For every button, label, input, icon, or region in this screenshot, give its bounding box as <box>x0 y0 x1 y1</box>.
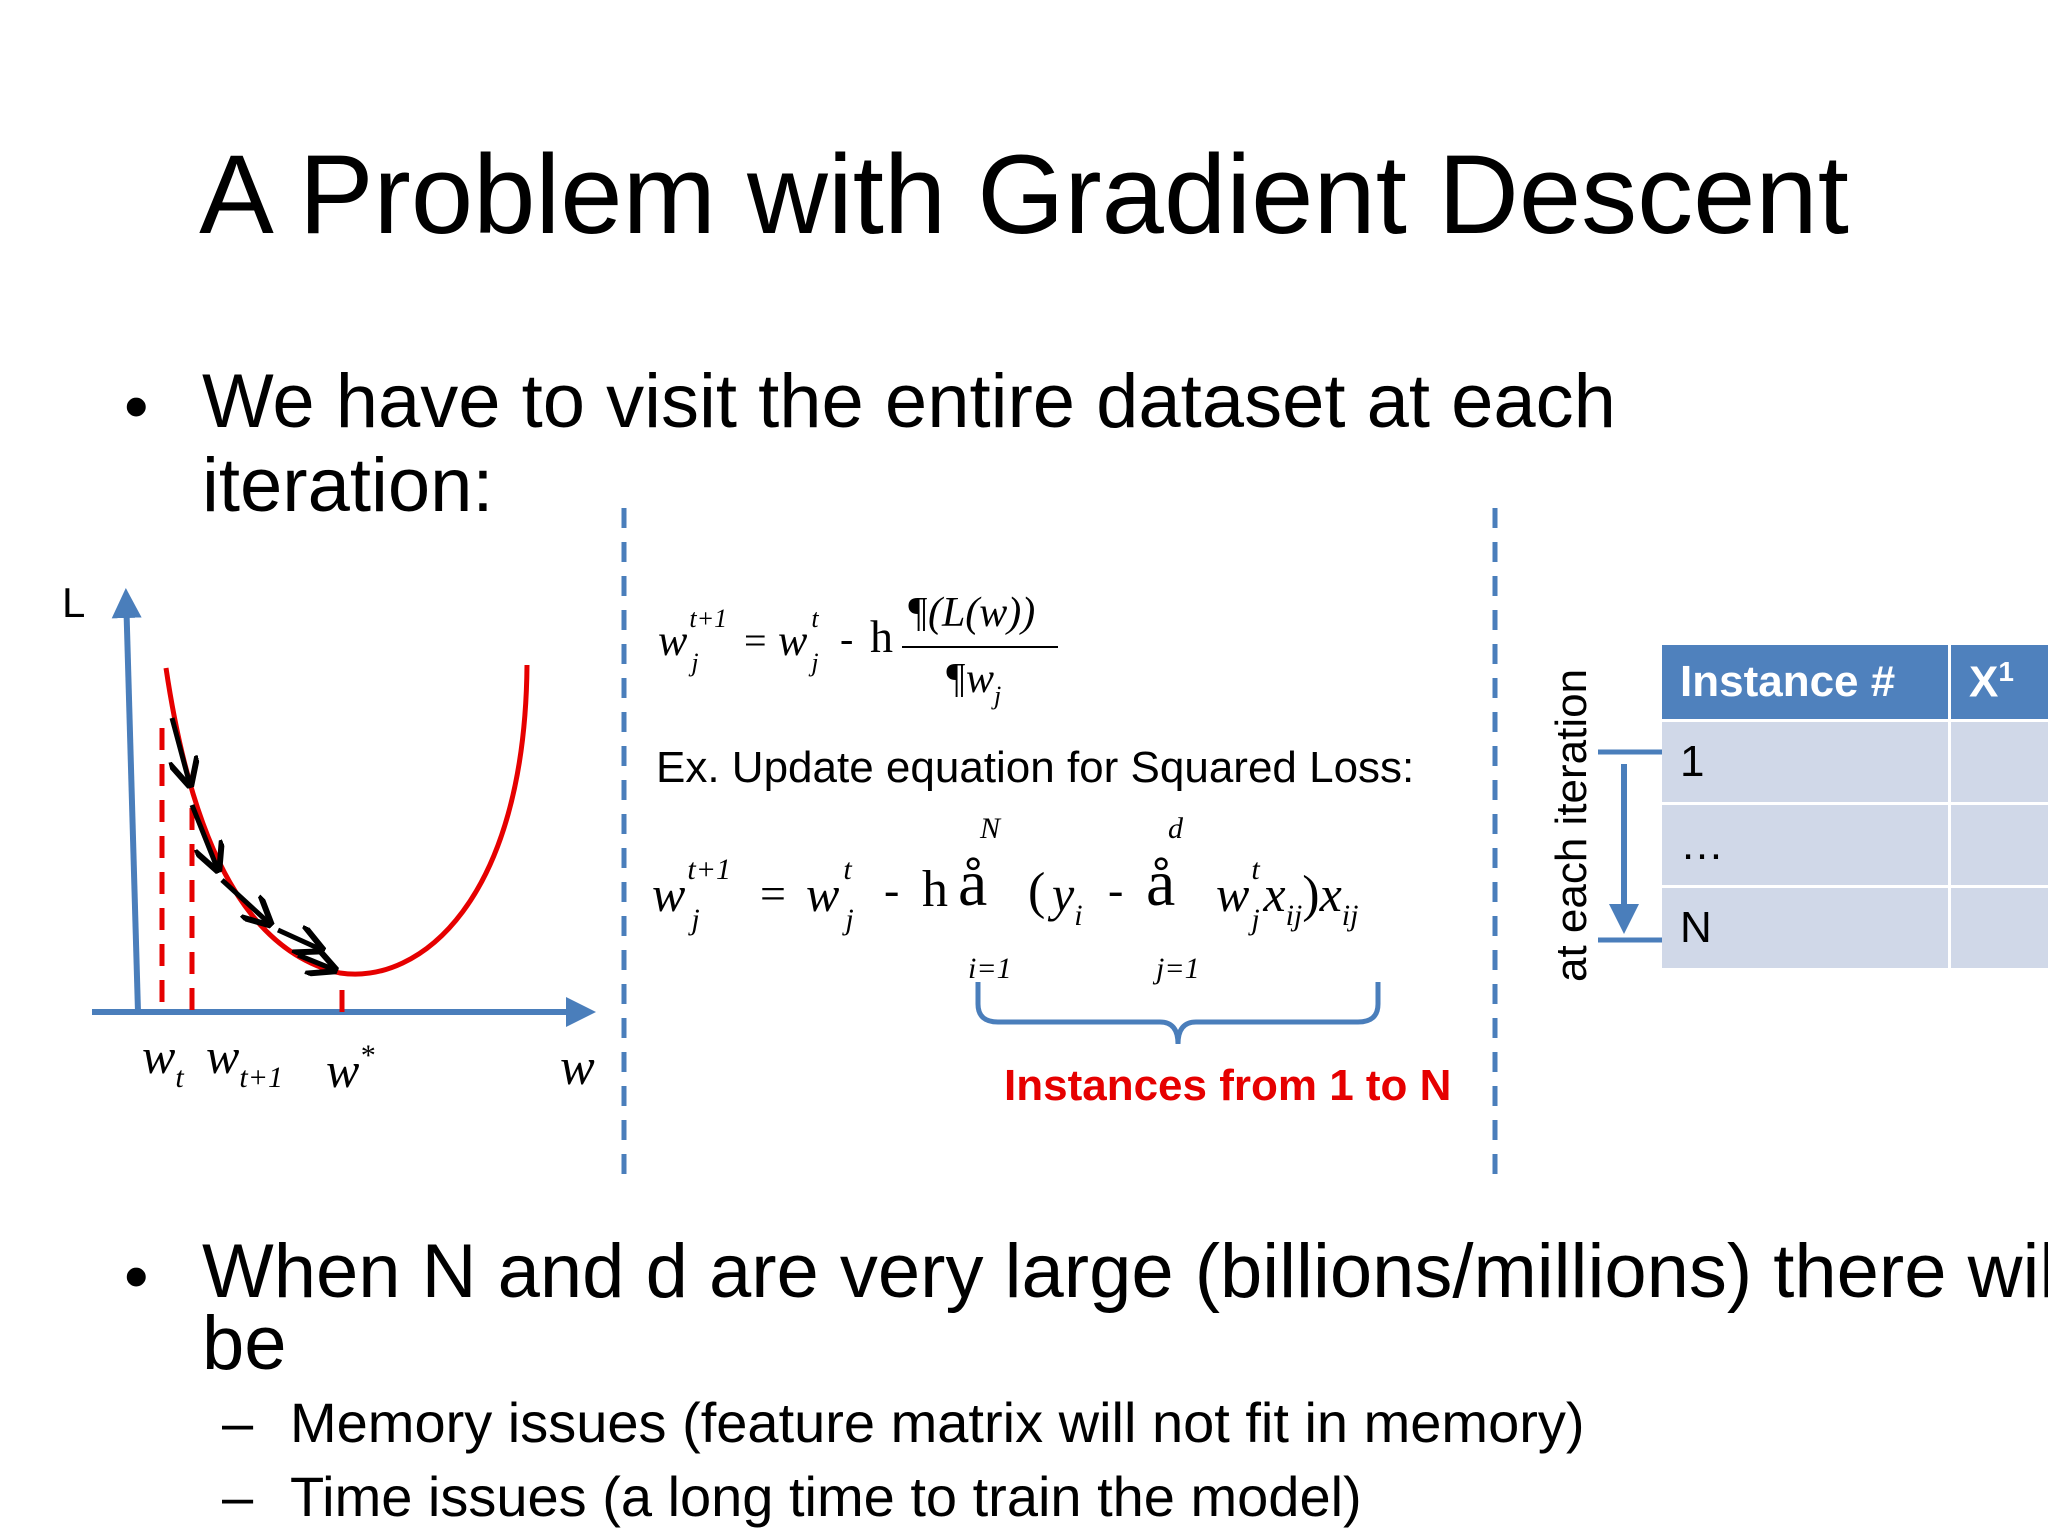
instance-table: Instance # X1 1 … N <box>1659 642 2048 971</box>
descent-arrow <box>297 955 335 970</box>
bullet-2-line-2: be <box>202 1301 287 1386</box>
eq1-eta: h <box>870 611 893 662</box>
sum2-symbol: å <box>1146 847 1176 920</box>
bullet-1-line-1: We have to visit the entire dataset at e… <box>202 359 1616 444</box>
x-axis-label: w <box>560 1039 595 1096</box>
instances-label: Instances from 1 to N <box>1004 1061 1452 1110</box>
sub-bullet-marker: – <box>222 1465 254 1528</box>
table-header-row: Instance # X1 <box>1662 645 2048 719</box>
descent-arrow <box>172 717 190 785</box>
example-label: Ex. Update equation for Squared Loss: <box>656 743 1415 792</box>
table-row: N <box>1662 888 2048 968</box>
eq2-minus: - <box>884 864 900 915</box>
descent-arrow <box>189 804 218 870</box>
sum2-lower-limit: j=1 <box>1156 952 1200 985</box>
eq2-y: yi <box>1052 866 1083 932</box>
tick-wt1-label: wt+1 <box>206 1028 283 1094</box>
plot-y-axis <box>111 588 142 1013</box>
sum-brace <box>975 982 1381 1045</box>
eq1-minus: - <box>840 616 854 661</box>
sum1-symbol: å <box>958 847 988 920</box>
tick-wt-label: wt <box>142 1028 184 1094</box>
bullet-marker: • <box>124 367 149 445</box>
y-axis-label: L <box>62 579 86 626</box>
eq2-minus-2: - <box>1108 864 1124 915</box>
eq2-equals: = <box>760 868 786 919</box>
bullet-1-line-2: iteration: <box>202 443 494 528</box>
sum1-lower-limit: i=1 <box>968 952 1012 985</box>
table-row: 1 <box>1662 722 2048 802</box>
header-feature: X1 <box>1951 645 2048 719</box>
sub-bullet-marker: – <box>222 1391 254 1454</box>
eq2-eta: h <box>922 861 948 918</box>
table-cell <box>1951 722 2048 802</box>
table-cell: … <box>1662 805 1948 885</box>
eq1-numerator: ¶(L(w)) <box>906 590 1036 636</box>
sum2-upper-limit: d <box>1168 812 1183 845</box>
sum1-upper-limit: N <box>980 812 1001 845</box>
table-row: … <box>1662 805 2048 885</box>
tick-wstar-label: w* <box>326 1039 375 1098</box>
table-cell <box>1951 805 2048 885</box>
bullet-marker: • <box>124 1237 149 1315</box>
descent-arrow <box>220 878 270 924</box>
bullet-2-line-1: When N and d are very large (billions/mi… <box>202 1229 2048 1314</box>
sub-item-memory: Memory issues (feature matrix will not f… <box>290 1391 1585 1454</box>
header-instance: Instance # <box>1662 645 1948 719</box>
table-cell <box>1951 888 2048 968</box>
slide-title: A Problem with Gradient Descent <box>199 132 1849 257</box>
table-cell: 1 <box>1662 722 1948 802</box>
table-cell: N <box>1662 888 1948 968</box>
loss-curve <box>163 664 530 977</box>
eq2-open-paren: ( <box>1028 863 1046 920</box>
eq1-equals: = <box>744 618 767 663</box>
iteration-label: at each iteration <box>1547 668 1596 982</box>
sub-item-time: Time issues (a long time to train the mo… <box>290 1465 1362 1528</box>
eq1-denominator: ¶wj <box>944 656 1002 710</box>
